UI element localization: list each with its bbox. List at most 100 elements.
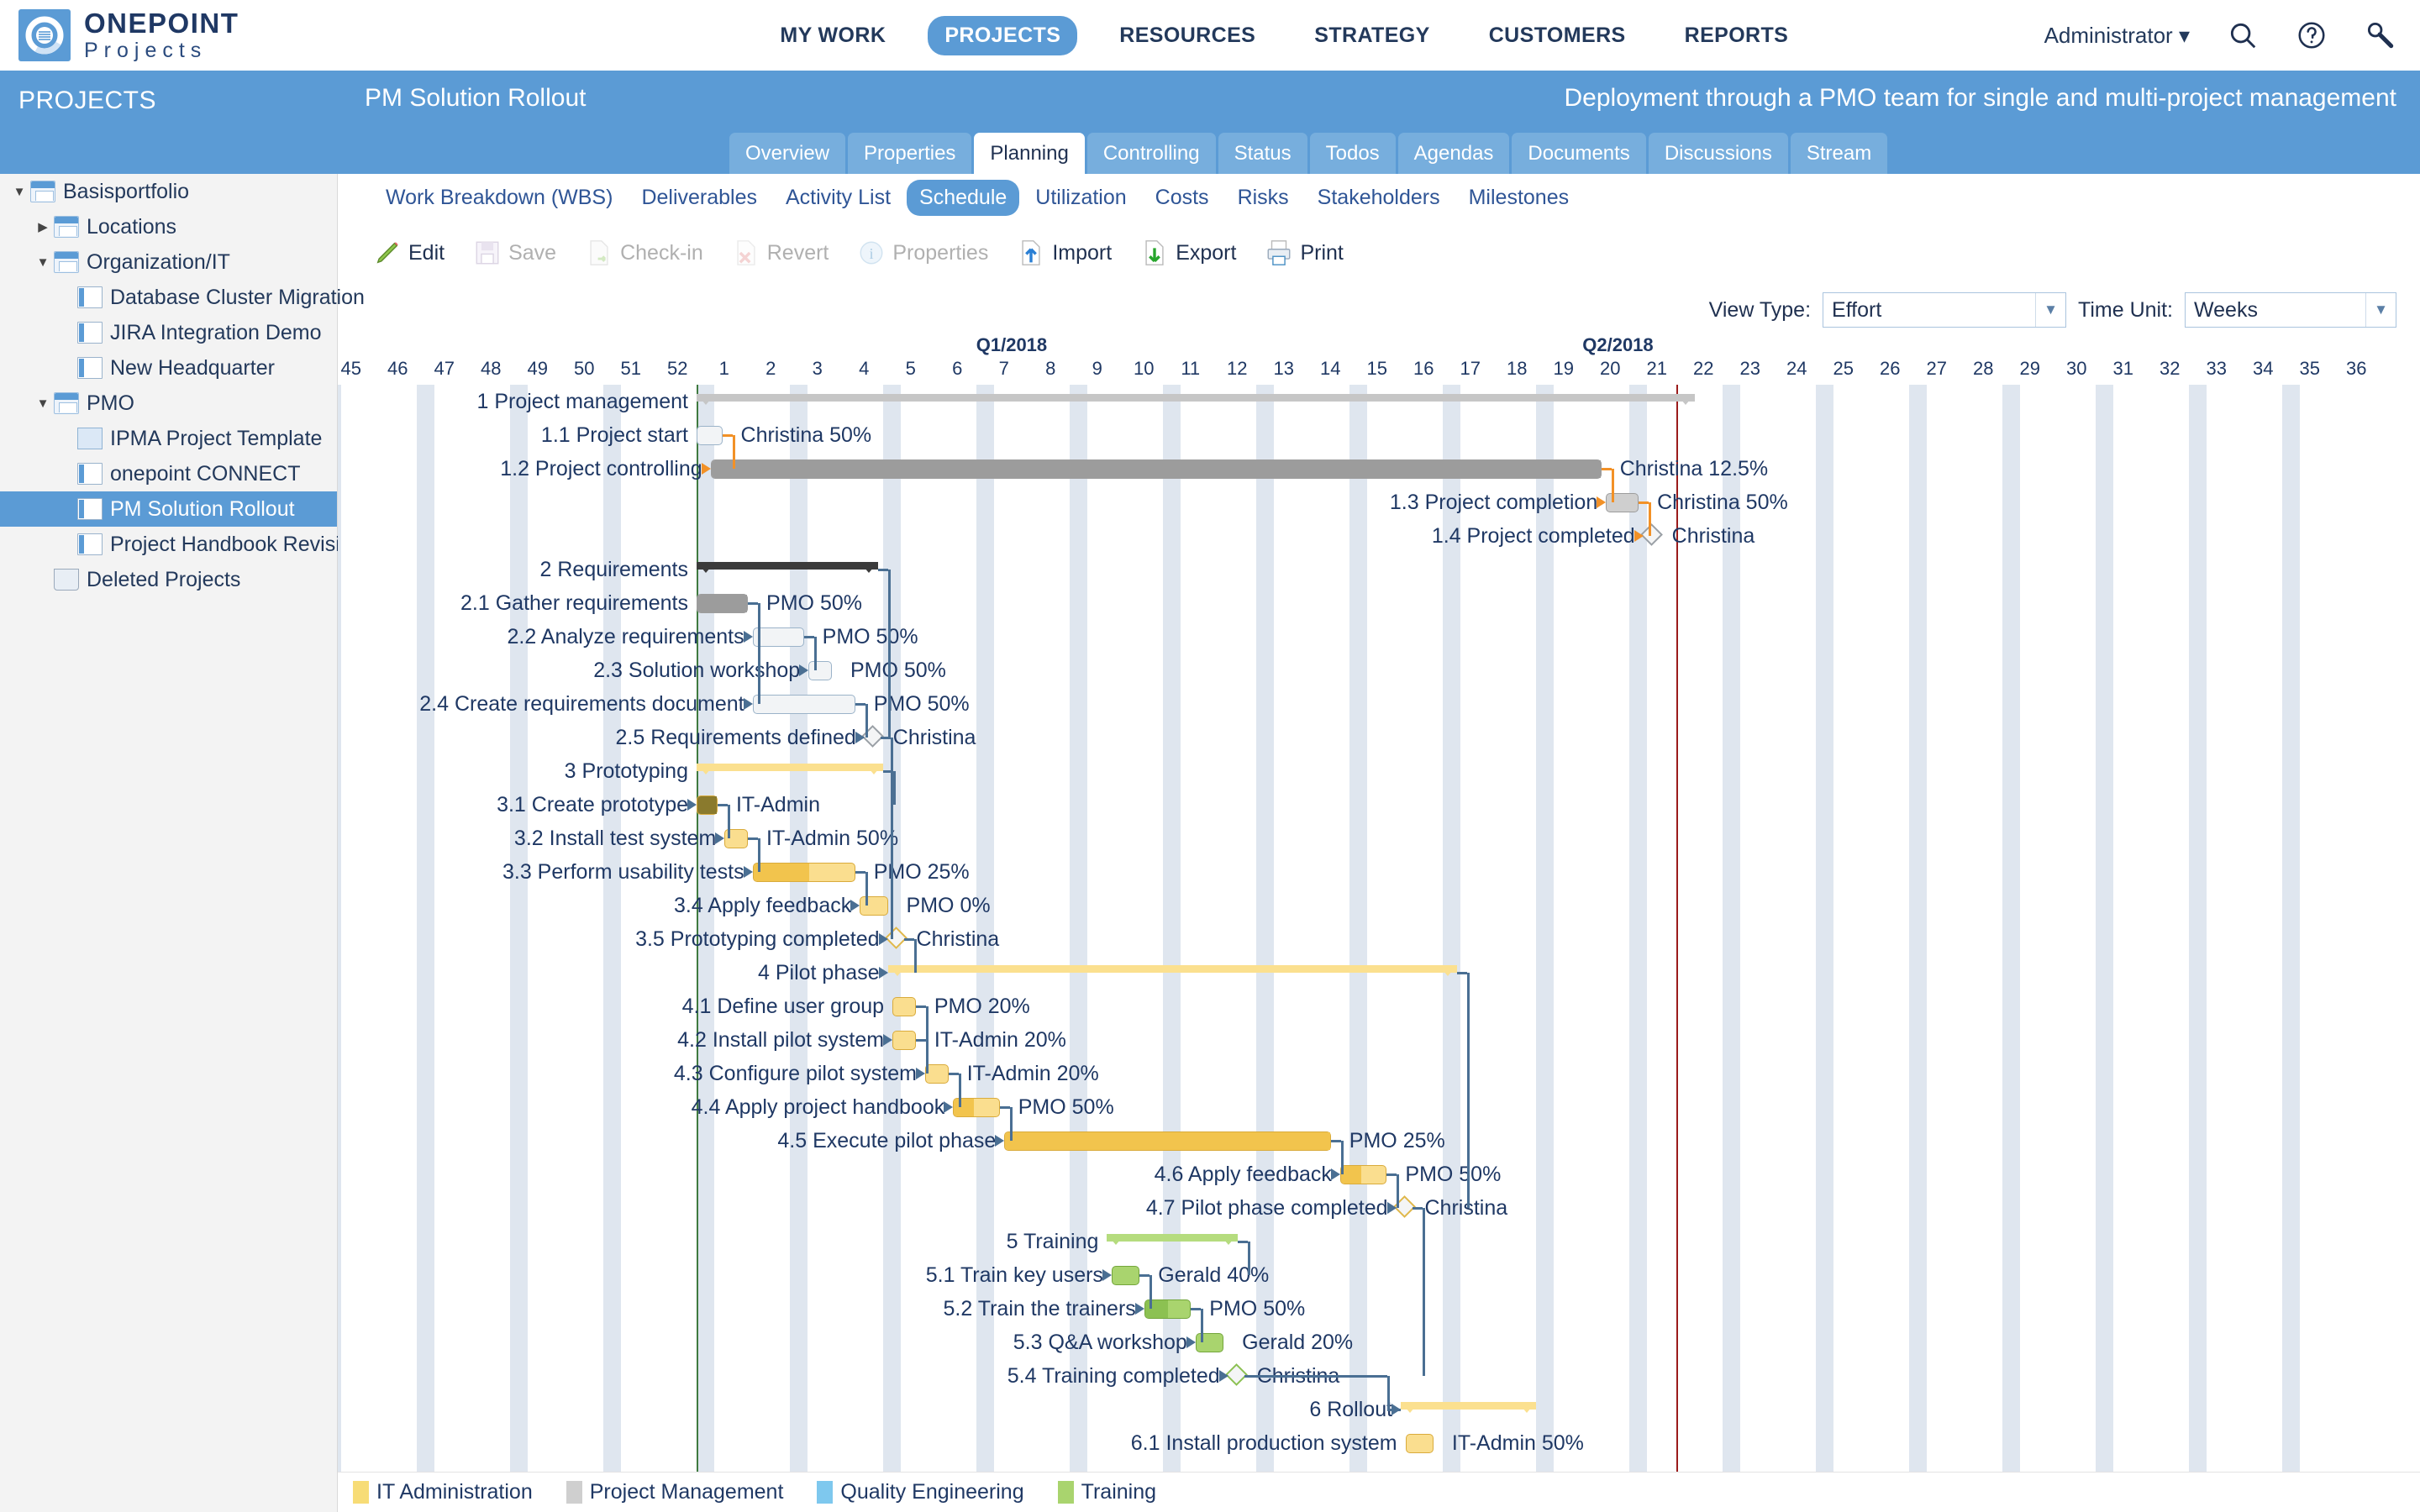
gantt-row[interactable]: 4 Pilot phase: [338, 956, 2420, 990]
task-bar[interactable]: [1111, 1266, 1140, 1285]
chevron-down-icon[interactable]: ▼: [13, 184, 26, 199]
task-bar[interactable]: [1405, 1434, 1434, 1453]
task-bar[interactable]: [1606, 493, 1639, 512]
nav-item-customers[interactable]: CUSTOMERS: [1488, 23, 1626, 47]
task-bar[interactable]: [697, 594, 749, 613]
gantt-row[interactable]: 1 Project management: [338, 385, 2420, 418]
project-tree-sidebar[interactable]: ▼Basisportfolio▶Locations▼Organization/I…: [0, 174, 365, 1512]
tab-documents[interactable]: Documents: [1512, 133, 1646, 174]
task-bar[interactable]: [1195, 1333, 1224, 1352]
edit-button[interactable]: Edit: [361, 234, 456, 272]
chevron-down-icon[interactable]: ▼: [36, 255, 50, 270]
sidebar-item-project-handbook-revision[interactable]: Project Handbook Revision: [0, 527, 364, 562]
task-bar[interactable]: [1339, 1165, 1387, 1184]
task-bar[interactable]: [710, 459, 1602, 479]
task-bar[interactable]: [724, 829, 749, 848]
task-bar[interactable]: [924, 1064, 949, 1084]
brand-logo[interactable]: ONEPOINT Projects: [18, 9, 239, 61]
tab-agendas[interactable]: Agendas: [1397, 133, 1510, 174]
tools-icon[interactable]: [2365, 19, 2396, 51]
gantt-row[interactable]: 6 Rollout: [338, 1393, 2420, 1426]
subtab-deliverables[interactable]: Deliverables: [641, 185, 757, 209]
task-bar[interactable]: [752, 863, 855, 882]
sidebar-item-pm-solution-rollout[interactable]: PM Solution Rollout: [0, 491, 337, 527]
task-bar[interactable]: [808, 661, 832, 680]
tab-overview[interactable]: Overview: [729, 133, 846, 174]
tab-properties[interactable]: Properties: [848, 133, 972, 174]
nav-item-my-work[interactable]: MY WORK: [780, 23, 886, 47]
summary-bar[interactable]: [1401, 1402, 1536, 1415]
subtab-activity-list[interactable]: Activity List: [786, 185, 892, 209]
sidebar-item-pmo[interactable]: ▼PMO: [0, 386, 337, 421]
subtab-stakeholders[interactable]: Stakeholders: [1317, 185, 1440, 209]
chevron-down-icon[interactable]: ▼: [36, 396, 50, 411]
sidebar-item-ipma-project-template[interactable]: IPMA Project Template: [0, 421, 337, 456]
time-unit-select[interactable]: Weeks ▼: [2185, 292, 2396, 328]
subtab-schedule[interactable]: Schedule: [907, 179, 1020, 216]
task-bar[interactable]: [697, 426, 723, 445]
print-button[interactable]: Print: [1253, 234, 1355, 272]
task-bar[interactable]: [1004, 1131, 1331, 1151]
subtab-work-breakdown-wbs[interactable]: Work Breakdown (WBS): [386, 185, 613, 209]
subtab-utilization[interactable]: Utilization: [1035, 185, 1127, 209]
summary-bar[interactable]: [887, 965, 1457, 979]
summary-bar[interactable]: [697, 764, 883, 777]
task-bar[interactable]: [892, 1031, 916, 1050]
subtab-risks[interactable]: Risks: [1237, 185, 1289, 209]
sidebar-item-new-headquarter[interactable]: New Headquarter: [0, 350, 337, 386]
export-button[interactable]: Export: [1128, 234, 1248, 272]
nav-item-resources[interactable]: RESOURCES: [1119, 23, 1256, 47]
user-menu[interactable]: Administrator ▾: [2044, 22, 2190, 48]
task-bar[interactable]: [892, 997, 916, 1016]
help-icon[interactable]: [2296, 19, 2328, 51]
summary-bar[interactable]: [697, 562, 879, 575]
task-bar[interactable]: [697, 795, 718, 815]
gantt-row[interactable]: 3 Prototyping: [338, 754, 2420, 788]
search-icon[interactable]: [2227, 19, 2259, 51]
tab-status[interactable]: Status: [1218, 133, 1307, 174]
tab-todos[interactable]: Todos: [1309, 133, 1396, 174]
view-type-select[interactable]: Effort ▼: [1823, 292, 2067, 328]
summary-bar[interactable]: [1107, 1234, 1238, 1247]
summary-bar[interactable]: [697, 394, 1695, 407]
tab-controlling[interactable]: Controlling: [1086, 133, 1216, 174]
subtab-milestones[interactable]: Milestones: [1468, 185, 1570, 209]
gantt-row[interactable]: 5 Training: [338, 1225, 2420, 1258]
sidebar-item-locations[interactable]: ▶Locations: [0, 209, 337, 244]
task-bar[interactable]: [860, 896, 888, 916]
nav-item-strategy[interactable]: STRATEGY: [1314, 23, 1430, 47]
tab-discussions[interactable]: Discussions: [1648, 133, 1788, 174]
gantt-row[interactable]: 2 Requirements: [338, 553, 2420, 586]
import-button[interactable]: Import: [1005, 234, 1123, 272]
subtab-costs[interactable]: Costs: [1155, 185, 1209, 209]
nav-item-reports[interactable]: REPORTS: [1684, 23, 1789, 47]
sidebar-item-database-cluster-migration[interactable]: Database Cluster Migration: [0, 280, 365, 315]
tab-planning[interactable]: Planning: [974, 133, 1085, 174]
milestone-marker[interactable]: [1639, 523, 1663, 546]
tab-stream[interactable]: Stream: [1790, 133, 1888, 174]
